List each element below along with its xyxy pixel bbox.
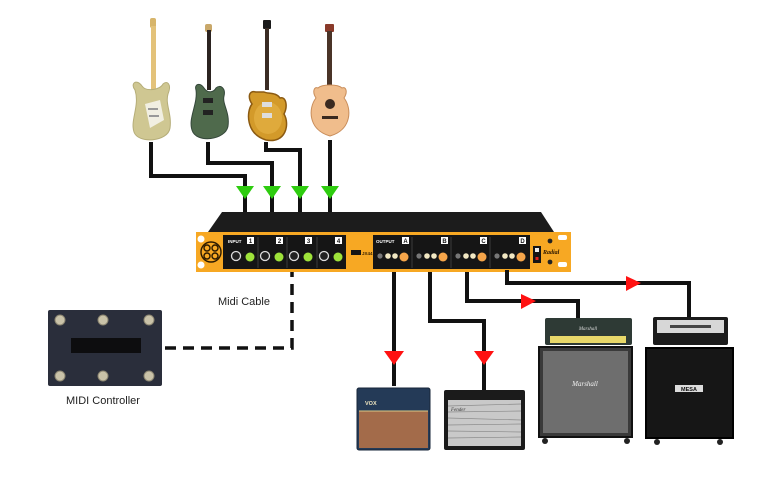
midi-controller-display <box>71 338 141 353</box>
output-arrows <box>384 276 641 365</box>
output-select-button-d[interactable] <box>516 252 526 262</box>
electric-guitar-icon <box>190 24 229 140</box>
radial-logo-icon <box>200 241 222 263</box>
guitar-3 <box>247 20 288 142</box>
input-jack-3[interactable] <box>288 250 300 262</box>
output-select-button-a[interactable] <box>399 252 409 262</box>
footswitch-2[interactable] <box>97 314 109 326</box>
midi-cable-label: Midi Cable <box>218 296 270 308</box>
footswitch-5[interactable] <box>97 370 109 382</box>
output-letter-a: A <box>403 239 408 245</box>
output-channels: A B C D <box>377 237 526 268</box>
input-number-4: 4 <box>337 239 341 245</box>
output-knob-a-1[interactable] <box>385 253 391 259</box>
input-number-1: 1 <box>249 239 253 245</box>
input-jack-4[interactable] <box>318 250 330 262</box>
output-select-button-c[interactable] <box>477 252 487 262</box>
output-label: OUTPUT <box>376 239 395 244</box>
cable-guitar-1 <box>149 142 247 212</box>
power-switch[interactable] <box>533 246 541 263</box>
midi-controller <box>48 310 162 386</box>
input-select-button-3[interactable] <box>303 252 313 262</box>
output-knob-c-2[interactable] <box>470 253 476 259</box>
cable-output-d <box>505 270 691 318</box>
midi-cable <box>165 272 294 350</box>
input-arrow-3 <box>291 186 309 199</box>
input-select-button-1[interactable] <box>245 252 255 262</box>
model-label: JX44 <box>362 251 373 256</box>
input-arrow-2 <box>263 186 281 199</box>
input-cables <box>149 140 332 212</box>
output-letter-c: C <box>481 239 486 245</box>
output-mode-switch-c[interactable] <box>455 253 461 259</box>
output-letter-d: D <box>520 239 525 245</box>
output-mode-switch-b[interactable] <box>416 253 422 259</box>
output-knob-c-1[interactable] <box>463 253 469 259</box>
input-channel-2: 2 <box>259 237 284 262</box>
footswitch-6[interactable] <box>143 370 155 382</box>
input-channel-1: 1 <box>230 237 255 262</box>
electric-guitar-icon <box>132 18 171 141</box>
footswitch-3[interactable] <box>143 314 155 326</box>
output-knob-d-1[interactable] <box>502 253 508 259</box>
output-knob-d-2[interactable] <box>509 253 515 259</box>
input-select-button-2[interactable] <box>274 252 284 262</box>
output-channel-b: B <box>416 237 448 262</box>
guitar-2 <box>190 24 229 140</box>
amp-a-brand: VOX <box>365 401 377 407</box>
input-select-button-4[interactable] <box>333 252 343 262</box>
output-mode-switch-d[interactable] <box>494 253 500 259</box>
input-number-2: 2 <box>278 239 282 245</box>
output-knob-b-1[interactable] <box>424 253 430 259</box>
electric-guitar-icon <box>247 20 288 142</box>
guitar-1 <box>132 18 171 141</box>
output-channel-c: C <box>455 237 487 262</box>
amp-c-marshall: Marshall Marshall <box>538 318 633 444</box>
output-channel-a: A <box>377 237 409 262</box>
output-knob-a-2[interactable] <box>392 253 398 259</box>
cable-output-b <box>428 272 486 390</box>
jx44-switcher: INPUT 1 2 3 <box>196 212 571 272</box>
amp-a-vox: VOX <box>356 387 431 451</box>
input-arrow-1 <box>236 186 254 199</box>
amp-b-fender: Fender <box>444 390 525 450</box>
amp-d-brand: MESA <box>681 387 697 393</box>
brand-logo: Radial <box>542 250 560 256</box>
amp-c-head-brand: Marshall <box>578 327 598 332</box>
guitar-4 <box>310 24 350 137</box>
input-jack-1[interactable] <box>230 250 242 262</box>
input-channel-4: 4 <box>318 237 343 262</box>
input-label: INPUT <box>228 239 242 244</box>
input-jack-2[interactable] <box>259 250 271 262</box>
model-badge <box>351 250 361 255</box>
input-number-3: 3 <box>307 239 311 245</box>
acoustic-guitar-icon <box>310 24 350 137</box>
output-arrow-c <box>521 294 536 309</box>
output-arrow-d <box>626 276 641 291</box>
input-arrows <box>236 186 339 199</box>
midi-controller-label: MIDI Controller <box>66 395 140 407</box>
output-mode-switch-a[interactable] <box>377 253 383 259</box>
input-arrow-4 <box>321 186 339 199</box>
chassis-top <box>208 212 554 232</box>
output-arrow-a <box>384 351 404 365</box>
output-channel-d: D <box>494 237 526 262</box>
output-arrow-b <box>474 351 494 365</box>
input-channel-3: 3 <box>288 237 313 262</box>
input-channels: 1 2 3 4 <box>230 237 343 268</box>
output-letter-b: B <box>442 239 447 245</box>
footswitch-1[interactable] <box>54 314 66 326</box>
amp-c-cab-brand: Marshall <box>571 380 598 388</box>
footswitch-4[interactable] <box>54 370 66 382</box>
amp-d-mesa: MESA <box>645 317 734 445</box>
amp-b-brand: Fender <box>450 408 465 413</box>
output-section <box>373 235 530 269</box>
output-select-button-b[interactable] <box>438 252 448 262</box>
output-knob-b-2[interactable] <box>431 253 437 259</box>
cable-guitar-3 <box>264 142 302 212</box>
